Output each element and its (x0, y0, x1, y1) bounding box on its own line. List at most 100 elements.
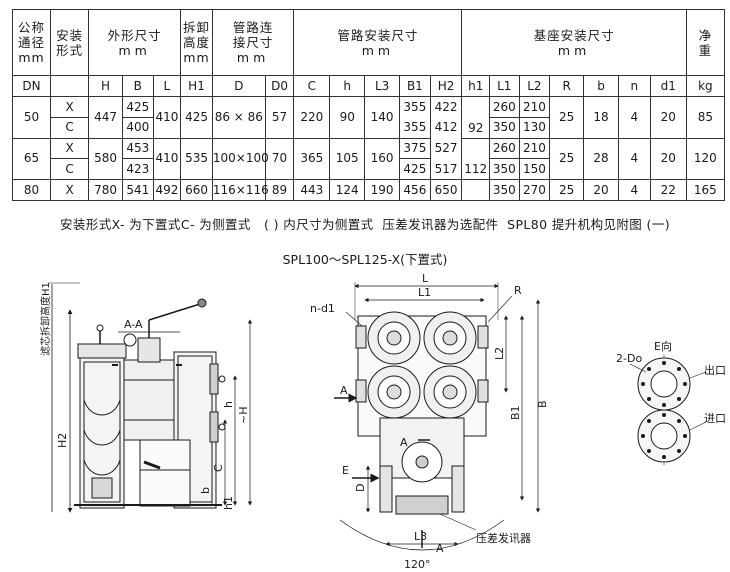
label-R: R (514, 284, 522, 297)
label-H2: H2 (56, 433, 69, 448)
label-A: A (400, 436, 408, 449)
cell-h1 (461, 179, 490, 201)
label-view-e: E向 (654, 339, 672, 353)
cell-L2: 150 (518, 158, 551, 181)
header-dismantle-height: 拆卸 高度 mm (180, 8, 213, 77)
cell-H2: 412 (429, 117, 463, 139)
label-H: ~H (237, 407, 250, 425)
cell-D: 86 × 86 (211, 96, 266, 139)
cell-h: 90 (329, 96, 366, 139)
subheader-cell: DN (11, 75, 52, 98)
table-footnote: 安装形式X- 为下置式C- 为侧置式 ( ) 内尺寸为侧置式 压差发讯器为选配件… (60, 217, 670, 232)
cell-d1: 20 (649, 137, 687, 181)
cell-D: 116×116 (211, 179, 269, 201)
label-angle: 120° (404, 558, 431, 571)
cell-D0: 70 (264, 137, 295, 181)
label-holes: 2-Do (616, 352, 642, 365)
cell-L3: 160 (364, 137, 401, 181)
subheader-row: DN H B L H1 D D0 C h L3 B1 H2 h1 L1 L2 R… (11, 75, 726, 98)
label-A: A (436, 542, 444, 555)
table-row: C 400 355 412 350 130 (13, 116, 725, 139)
label-h1: h1 (222, 496, 235, 510)
cell-C: 365 (293, 137, 331, 181)
label-A: A (340, 384, 348, 397)
cell-dn: 80 (11, 179, 52, 201)
cell-kg: 165 (685, 179, 726, 201)
flange-bolt-holes (641, 361, 687, 459)
cell-h1: 112 (461, 137, 490, 181)
cell-H: 780 (88, 179, 123, 201)
subheader-cell: L2 (518, 75, 551, 98)
cell-kg: 120 (685, 137, 726, 181)
header-nominal-diameter: 公称 通径 mm (11, 8, 52, 77)
cell-R: 25 (549, 96, 585, 139)
label-B1: B1 (509, 405, 522, 420)
cell-B: 423 (121, 158, 154, 181)
cell-H2: 650 (429, 179, 463, 201)
cell-L3: 140 (364, 96, 401, 139)
label-dismantle-height: 滤芯拆卸高度H1 (39, 282, 52, 356)
cell-form: C (50, 116, 90, 139)
plan-view-drawing (334, 282, 541, 551)
label-L1: L1 (418, 286, 431, 299)
label-C: C (212, 464, 225, 472)
label-section-aa: A-A (124, 318, 143, 331)
flange-view-drawing (629, 355, 707, 465)
subheader-cell: h1 (461, 75, 490, 98)
cell-H: 447 (88, 96, 123, 139)
table-row: 65 X 580 453 410 535 100×100 70 365 105 … (11, 137, 726, 181)
label-outlet: 出口 (704, 363, 726, 377)
plan-view-labels: L L1 R n-d1 L2 B1 B A A A E D L3 120° 压差… (310, 272, 549, 571)
side-view-labels: 滤芯拆卸高度H1 A-A H2 h ~H C b h1 (39, 282, 250, 510)
cell-B: 400 (121, 116, 154, 139)
cell-H: 580 (88, 137, 123, 181)
table-row: C 423 425 517 350 150 (13, 158, 725, 181)
label-L: L (422, 272, 429, 285)
cell-B1: 355 (399, 96, 431, 118)
cell-b: 20 (583, 179, 619, 201)
cell-L: 492 (152, 179, 182, 201)
cell-B1: 456 (399, 179, 431, 201)
cell-L3: 190 (364, 179, 401, 201)
table-row: 50 X 447 425 410 425 86 × 86 57 220 90 1… (11, 96, 726, 139)
cell-L1: 350 (488, 158, 520, 181)
cell-d1: 22 (649, 179, 687, 201)
cell-B: 425 (121, 96, 154, 118)
cell-L2: 270 (518, 179, 551, 201)
cell-kg: 85 (685, 96, 726, 139)
header-net-weight: 净 重 (685, 8, 726, 77)
subheader-cell: H2 (429, 75, 463, 98)
cell-L2: 130 (518, 116, 551, 139)
cell-L2: 210 (518, 96, 551, 118)
cell-h: 124 (329, 179, 366, 201)
cell-B: 541 (121, 179, 154, 201)
cell-b: 18 (583, 96, 619, 139)
side-view-drawing (48, 282, 253, 513)
label-L3: L3 (414, 530, 427, 543)
cell-h: 105 (329, 137, 366, 181)
cell-H1: 535 (180, 137, 213, 181)
header-install-form: 安装 形式 (50, 8, 90, 77)
cell-B1: 425 (399, 158, 431, 181)
label-b: b (199, 487, 212, 494)
cell-H2: 517 (429, 158, 463, 180)
label-sensor: 压差发讯器 (476, 531, 531, 545)
cell-b: 28 (583, 137, 619, 181)
cell-R: 25 (549, 137, 585, 181)
subheader-cell: D0 (264, 75, 295, 98)
cell-L: 410 (152, 96, 182, 139)
cell-C: 443 (293, 179, 331, 201)
flange-view-labels: E向 2-Do 出口 进口 (616, 339, 726, 425)
label-inlet: 进口 (704, 412, 726, 425)
cell-dn: 65 (11, 137, 52, 181)
cell-R: 25 (549, 179, 585, 201)
label-L2: L2 (493, 347, 506, 360)
label-E: E (342, 464, 349, 477)
label-D: D (354, 484, 367, 492)
